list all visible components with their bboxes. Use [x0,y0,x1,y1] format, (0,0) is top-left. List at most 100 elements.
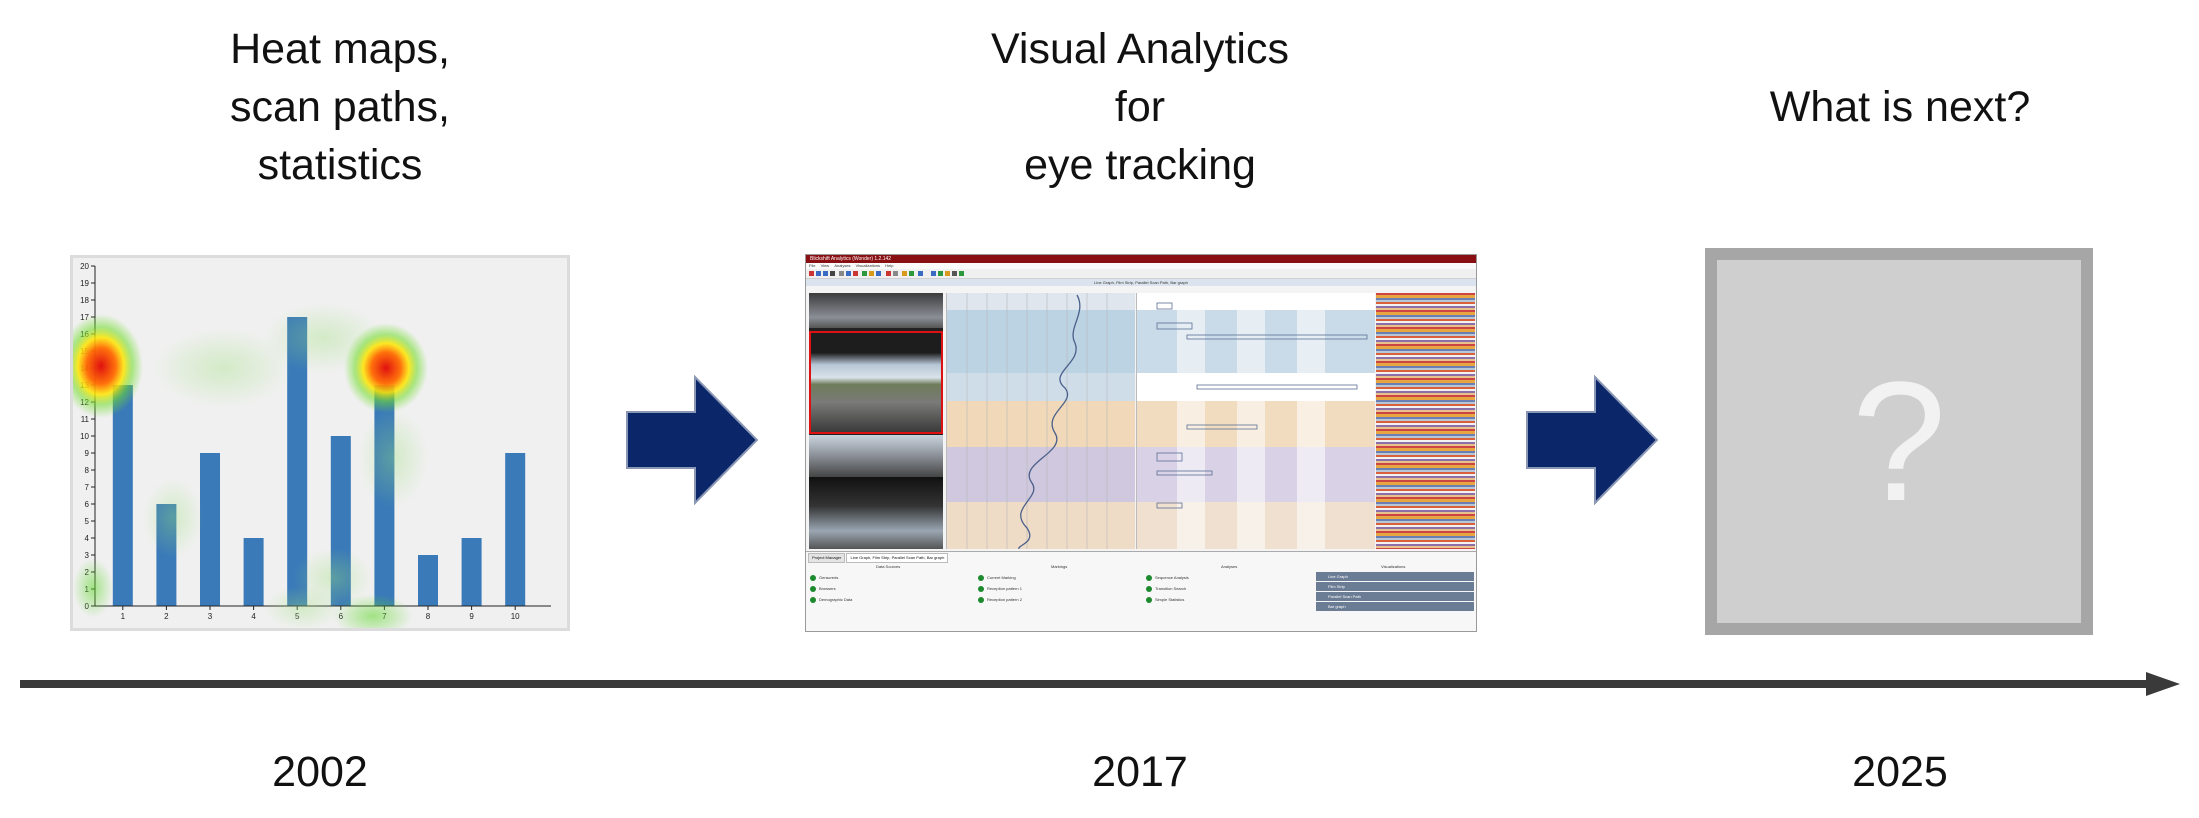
marking-item[interactable]: Reception pattern 2 [978,594,1138,605]
bar [418,555,438,606]
marking-item[interactable]: Reception pattern 1 [978,583,1138,594]
tab-project-manager[interactable]: Project Manager [808,553,846,563]
software-screenshot: Blickshift Analytics (Wonder) 1.2.142 Fi… [805,254,1477,632]
y-tick-label: 5 [85,517,90,526]
film-frame-selected [809,331,943,434]
menu-bar: File View Analyses Visualizations Help [806,263,1476,269]
analysis-item[interactable]: Sequence Analysis [1146,572,1306,583]
film-frame [809,435,943,477]
analysis-item[interactable]: Simple Statistics [1146,594,1306,605]
bar [200,453,220,606]
data-source-item[interactable]: Genscreds [810,572,970,583]
data-source-item[interactable]: Demographic Data [810,594,970,605]
visualization-item[interactable]: Parallel Scan Path [1316,592,1474,601]
bar-graph-panel [1376,293,1475,549]
y-tick-label: 10 [80,432,89,441]
project-manager: Project Manager Line Graph, Film Strip, … [806,551,1476,631]
y-tick-label: 11 [81,415,90,424]
bar [461,538,482,606]
y-tick-label: 3 [85,551,90,560]
view-title: Line Graph, Film Strip, Parallel Scan Pa… [1094,280,1188,285]
year-label: 2017 [1092,748,1188,796]
question-mark-icon: ? [1851,346,1947,537]
bar [505,453,526,606]
hotspot [344,323,428,413]
visualization-item[interactable]: Film Strip [1316,582,1474,591]
data-source-list: Genscreds Browsers Demographic Data [810,572,970,605]
y-tick-label: 17 [80,313,89,322]
heading-stage-1: Heat maps, scan paths, statistics [190,20,490,194]
analysis-item[interactable]: Transition Search [1146,583,1306,594]
marking-list: Current Marking Reception pattern 1 Rece… [978,572,1138,605]
band [947,293,1135,310]
arrow-right-icon [1526,375,1659,505]
bar [243,538,264,606]
band [947,373,1135,401]
gaze-blob [263,586,343,628]
heading-line: Heat maps, [230,25,450,73]
y-tick-label: 6 [85,500,90,509]
view-title-strip: Line Graph, Film Strip, Parallel Scan Pa… [806,279,1476,286]
year-label: 2025 [1852,748,1948,796]
visualization-list: Line Graph Film Strip Parallel Scan Path… [1316,572,1474,612]
year-label: 2002 [272,748,368,796]
band [947,401,1135,447]
x-tick-label: 3 [208,612,213,621]
heatmap-chart-panel: 0123456789101112131415161718192012345678… [70,255,570,631]
analysis-list: Sequence Analysis Transition Search Simp… [1146,572,1306,605]
faint-gaze-blob [358,408,428,508]
column-header-data-sources: Data Sources [876,564,901,569]
x-tick-label: 8 [426,612,431,621]
film-strip [809,293,943,477]
visualization-item[interactable]: Line Graph [1316,572,1474,581]
heading-stage-2: Visual Analytics for eye tracking [940,20,1340,194]
bar [287,317,308,606]
faint-gaze-blob [153,328,293,408]
tab-strip: Project Manager Line Graph, Film Strip, … [808,553,949,563]
heading-line: scan paths, [230,83,450,131]
y-tick-label: 8 [85,466,90,475]
menu-item-visualizations[interactable]: Visualizations [855,263,881,268]
heatmap-bar-chart: 0123456789101112131415161718192012345678… [73,262,551,628]
y-tick-label: 4 [85,534,90,543]
band [947,447,1135,502]
menu-item-view[interactable]: View [820,263,830,268]
scan-path-columns [1156,293,1368,549]
y-tick-label: 9 [85,449,90,458]
marking-item[interactable]: Current Marking [978,572,1138,583]
heading-line: eye tracking [1024,141,1256,189]
gaze-blob [333,594,413,628]
menu-item-analyses[interactable]: Analyses [834,263,851,268]
visualization-item[interactable]: Bar graph [1316,602,1474,611]
heading-line: statistics [257,141,423,189]
window-title: Blickshift Analytics (Wonder) 1.2.142 [810,256,892,262]
tab-view[interactable]: Line Graph, Film Strip, Parallel Scan Pa… [846,553,949,563]
column-headers: Data Sources Markings Analyses Visualiza… [806,563,1476,570]
y-tick-label: 19 [80,279,89,288]
toolbar [806,269,1476,279]
heading-line: for [1114,83,1166,131]
film-strip-lower [809,477,943,549]
gaze-blob [73,558,113,618]
band [947,502,1135,549]
x-tick-label: 4 [251,612,256,621]
window-title-bar: Blickshift Analytics (Wonder) 1.2.142 [806,255,1476,263]
film-frame [809,293,943,328]
parallel-scan-path-panel [1136,293,1375,549]
x-tick-label: 10 [511,612,520,621]
band [947,310,1135,373]
heading-line: What is next? [1769,83,2031,131]
y-tick-label: 18 [80,296,89,305]
menu-item-file[interactable]: File [809,263,816,268]
gaze-line-plot [966,293,1108,549]
y-tick-label: 7 [85,483,90,492]
heading-line: Visual Analytics [991,25,1289,73]
menu-item-help[interactable]: Help [885,263,894,268]
data-source-item[interactable]: Browsers [810,583,970,594]
column-header-markings: Markings [1051,564,1068,569]
toolbar-icons [809,271,964,276]
hotspot [73,314,143,418]
timeline-arrow [20,672,2180,696]
line-graph-panel [946,293,1135,549]
column-header-analyses: Analyses [1221,564,1238,569]
